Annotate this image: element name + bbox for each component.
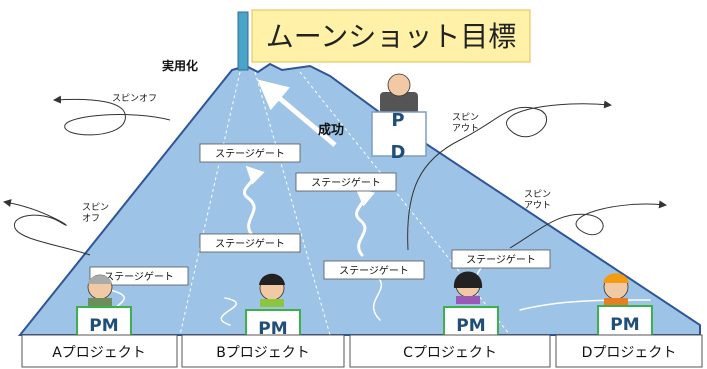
pd-figure [371,73,427,157]
spinoff-label-left-1: スピン [82,202,109,213]
stage-gate-box-a [89,266,189,286]
pd-letter-d: D [391,142,406,163]
pm-c-avatar [453,271,483,304]
spinoff-label-left-2: オフ [82,213,100,224]
pm-people [87,271,629,307]
spinout-label-right-2: アウト [524,200,551,211]
flag-pole [237,11,249,71]
stage-gate-box-b-top [199,143,301,163]
stage-gate-label-a: ステージゲート [104,271,174,283]
success-label: 成功 [318,122,344,138]
stage-gate-box-d [451,249,551,269]
spinout-label-mid-2: アウト [452,123,479,134]
project-label-c: Cプロジェクト [403,345,497,361]
pd-letter-p: P [391,110,404,131]
stage-gate-label-b-mid: ステージゲート [215,238,285,250]
pm-b-avatar [259,273,285,307]
pm-label-d: PM [610,315,639,335]
pm-d-avatar [603,273,629,306]
stage-gate-label-b-top: ステージゲート [215,148,285,160]
practical-use-label: 実用化 [162,58,198,73]
spinout-label-right-1: スピン [524,189,551,200]
success-arrow [257,79,337,147]
stage-gate-label-c-low: ステージゲート [339,265,409,277]
stage-gate-label-c-top: ステージゲート [311,177,381,189]
project-boxes [21,334,703,368]
stage-gate-box-c-low [323,260,425,280]
spin-curves [3,95,667,256]
pm-label-b: PM [258,319,287,339]
stage-gate-label-d: ステージゲート [466,254,536,266]
spinout-label-mid-1: スピン [452,112,479,123]
pm-label-a: PM [89,316,118,336]
lane-dividers [179,71,511,336]
stage-gates [89,143,551,286]
pm-label-c: PM [456,316,485,336]
spinoff-label-top: スピンオフ [112,93,157,104]
project-label-a: Aプロジェクト [52,345,146,361]
stage-gate-box-b-mid [199,233,301,253]
goal-banner [251,9,531,63]
pm-a-avatar [87,274,113,306]
goal-title: ムーンショット目標 [266,20,517,53]
stage-gate-box-c-top [295,172,397,192]
project-label-b: Bプロジェクト [216,345,310,361]
project-label-d: Dプロジェクト [582,345,677,361]
